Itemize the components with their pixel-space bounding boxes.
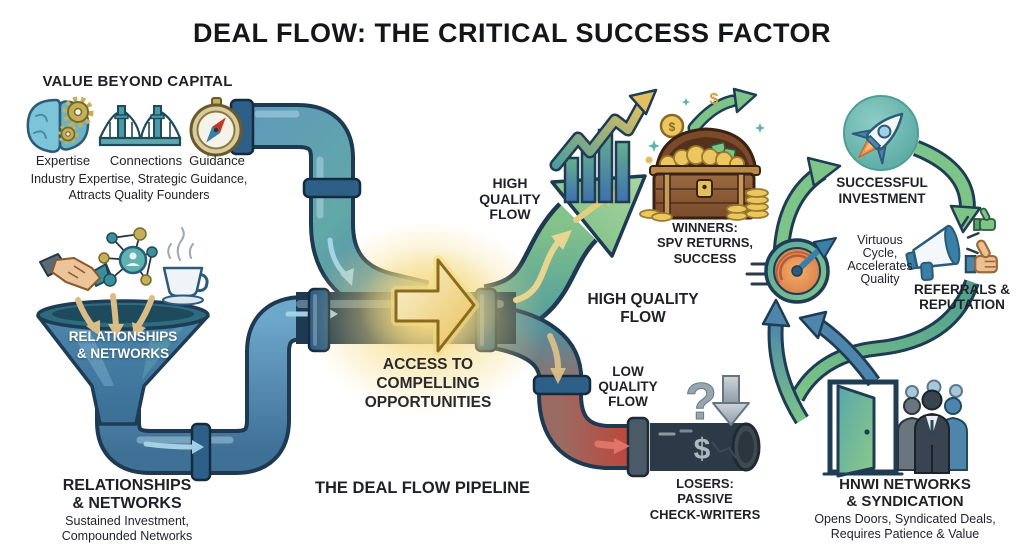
coin-stacks [639, 188, 769, 222]
bridge-icon [98, 105, 182, 147]
megaphone-icon [905, 215, 980, 281]
coffee-cup-icon [162, 227, 209, 306]
virtuous-cycle-label: Virtuous Cycle, Accelerates Quality [847, 233, 913, 287]
low-quality-flow-label: LOW QUALITY FLOW [598, 364, 658, 410]
high-quality-flow-right-label: HIGH QUALITY FLOW [587, 291, 699, 326]
hnwi-heading: HNWI NETWORKS & SYNDICATION [839, 476, 971, 510]
thumbs-up-small-icon [973, 207, 996, 231]
question-mark-glyph: ? [685, 373, 717, 431]
person-center [914, 389, 950, 474]
golden-arrow-icon [391, 255, 479, 356]
high-quality-flow-left-label: HIGH QUALITY FLOW [479, 175, 541, 223]
relationships-heading: RELATIONSHIPS & NETWORKS [62, 477, 192, 513]
compass-icon [189, 97, 243, 157]
brain-gears-icon [26, 96, 94, 153]
thumbs-up-icon [964, 239, 998, 274]
successful-investment-label: SUCCESSFUL INVESTMENT [836, 175, 928, 206]
pipeline-caption: THE DEAL FLOW PIPELINE [314, 479, 531, 497]
network-icon [98, 227, 158, 287]
relationships-description: Sustained Investment, Compounded Network… [61, 514, 193, 543]
growth-chart-icon [549, 88, 658, 204]
winners-label: WINNERS: SPV RETURNS, SUCCESS [656, 220, 754, 266]
losers-dollar-glyph: $ [694, 433, 711, 466]
investor-group-icon [897, 379, 968, 474]
losers-label: LOSERS: PASSIVE CHECK-WRITERS [649, 476, 761, 522]
rocket-icon [843, 95, 919, 171]
value-beyond-capital-heading: VALUE BEYOND CAPITAL [42, 73, 233, 90]
uncertainty-icons: ? [685, 373, 750, 432]
speedometer-icon [745, 237, 837, 304]
page-title: DEAL FLOW: THE CRITICAL SUCCESS FACTOR [192, 18, 832, 48]
coin-dollar-glyph: $ [669, 120, 676, 134]
funnel-label: RELATIONSHIPS & NETWORKS [68, 329, 178, 361]
access-opportunities-label: ACCESS TO COMPELLING OPPORTUNITIES [364, 356, 492, 411]
connections-label: Connections [109, 153, 183, 168]
winners-dollar-glyph: $ [710, 91, 719, 108]
treasure-chest-icon: $ $ [639, 87, 769, 222]
guidance-label: Guidance [189, 153, 245, 168]
funnel-input-arrows [75, 293, 155, 338]
funnel-outlet-pipe [95, 295, 340, 482]
value-beyond-capital-description: Industry Expertise, Strategic Guidance, … [30, 172, 248, 202]
hnwi-description: Opens Doors, Syndicated Deals, Requires … [814, 512, 996, 541]
hnwi-feedback-arrows [761, 298, 881, 425]
referrals-reputation-label: REFERRALS & REPUTATION [913, 282, 1010, 313]
expertise-label: Expertise [35, 153, 91, 168]
open-door-icon [822, 379, 904, 478]
virtuous-cycle [772, 140, 982, 402]
